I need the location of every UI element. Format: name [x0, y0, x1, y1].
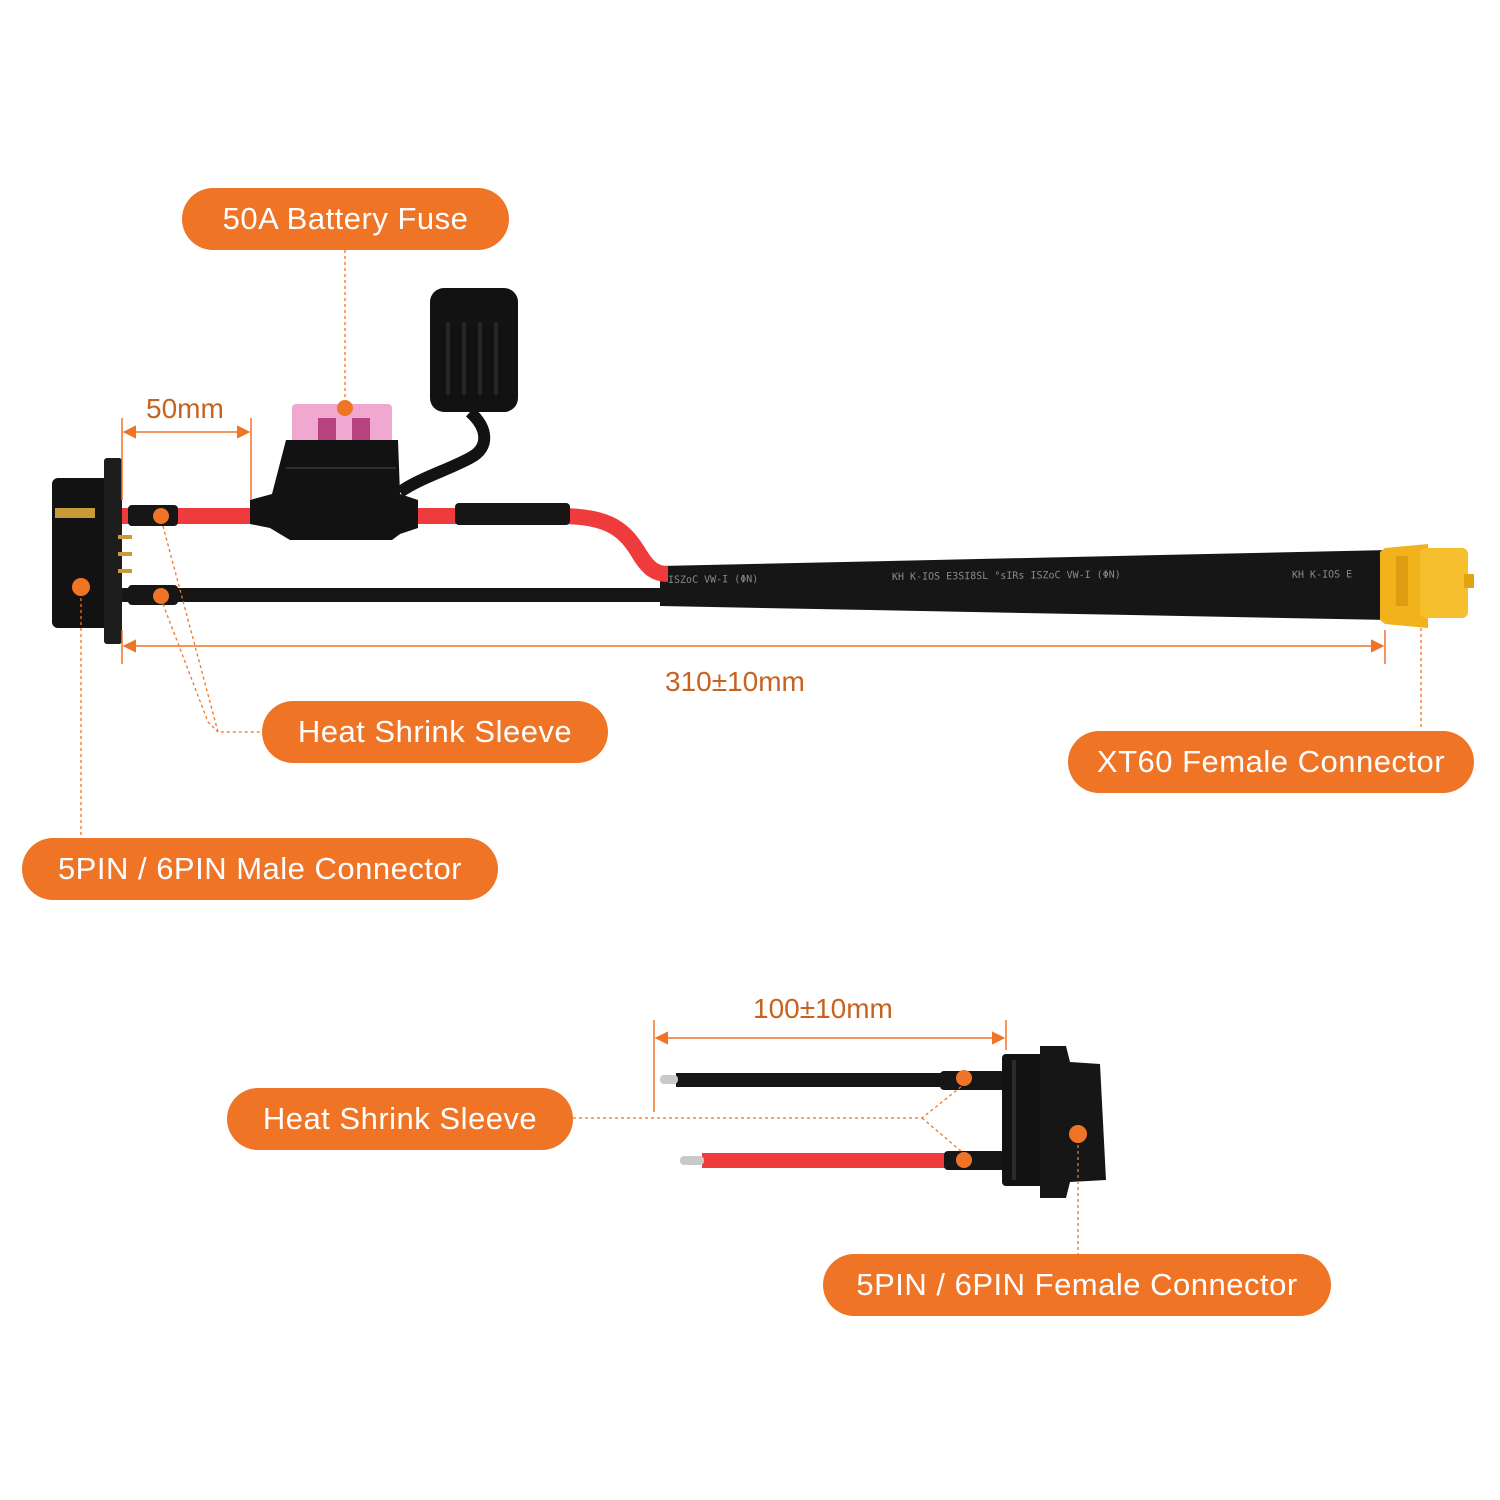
sleeve-leader-bottom — [573, 1085, 963, 1153]
fuse-holder — [250, 404, 418, 540]
sleeve-dot-2 — [153, 588, 169, 604]
sleeve-dot-1 — [153, 508, 169, 524]
fuse-label: 50A Battery Fuse — [182, 188, 509, 250]
fuse-cap — [396, 288, 518, 498]
heat-shrink-label-top: Heat Shrink Sleeve — [262, 701, 608, 763]
heat-shrink-small-2 — [128, 585, 178, 605]
female-connector-label: 5PIN / 6PIN Female Connector — [823, 1254, 1331, 1316]
svg-text:ISZoC VW-I (ΦN): ISZoC VW-I (ΦN) — [668, 574, 758, 586]
short-lead-dimension: 50mm — [146, 393, 224, 424]
pigtail-red-wire — [680, 1151, 1005, 1170]
xt60-connector — [1380, 544, 1474, 628]
svg-text:KH K-IOS E: KH K-IOS E — [1292, 569, 1352, 581]
pigtail-black-wire — [660, 1071, 1005, 1090]
sleeve-dot-4 — [956, 1152, 972, 1168]
male-connector-label: 5PIN / 6PIN Male Connector — [22, 838, 498, 900]
heat-shrink-red — [455, 503, 570, 525]
fuse-dot — [337, 400, 353, 416]
red-lead-bend — [559, 508, 669, 582]
xt60-label: XT60 Female Connector — [1068, 731, 1474, 793]
heat-shrink-label-bottom: Heat Shrink Sleeve — [227, 1088, 573, 1150]
sleeve-dot-3 — [956, 1070, 972, 1086]
sleeve-leader-top — [162, 525, 262, 733]
male-connector-dot — [72, 578, 90, 596]
cable-print: ISZoC VW-I (ΦN) KH K-IOS E3SI8SL °sIRs I… — [668, 569, 1352, 586]
svg-text:KH K-IOS E3SI8SL °sIRs ISZ: KH K-IOS E3SI8SL °sIRs ISZoC VW-I (ΦN) — [892, 570, 1121, 583]
main-cable — [660, 550, 1390, 620]
main-cable-dimension: 310±10mm — [665, 666, 805, 697]
male-connector — [52, 458, 132, 644]
female-connector-dot — [1069, 1125, 1087, 1143]
pigtail-dimension: 100±10mm — [753, 993, 893, 1024]
heat-shrink-small-1 — [128, 505, 178, 526]
black-lead — [122, 588, 667, 602]
female-connector — [1002, 1046, 1106, 1198]
